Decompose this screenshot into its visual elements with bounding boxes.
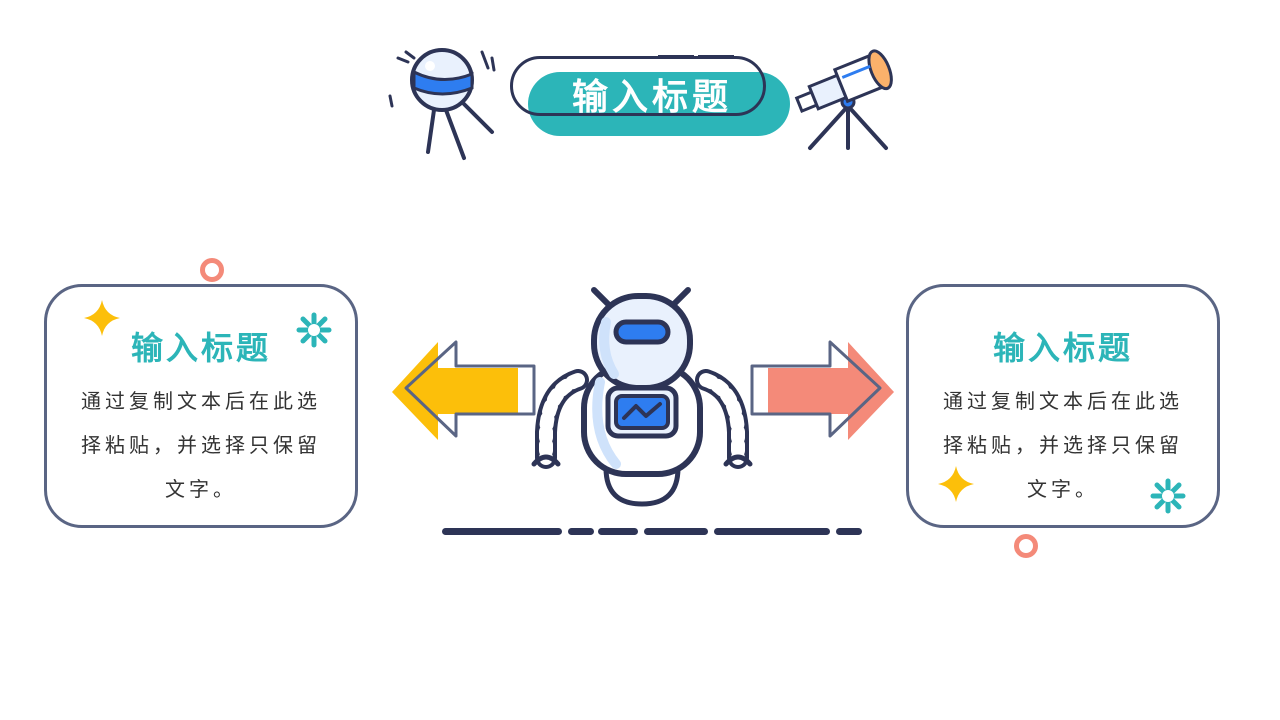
ground-line bbox=[568, 528, 594, 535]
card-body: 通过复制文本后在此选择粘贴，并选择只保留文字。 bbox=[943, 389, 1183, 501]
title-dash bbox=[658, 55, 694, 58]
robot-icon bbox=[531, 287, 753, 507]
header-title-pill: 输入标题 bbox=[510, 55, 790, 136]
ring-decoration bbox=[1014, 534, 1038, 558]
ground-line bbox=[714, 528, 830, 535]
ground-line bbox=[836, 528, 862, 535]
ground-line bbox=[442, 528, 562, 535]
arrow-right-icon bbox=[750, 340, 894, 440]
ring-decoration bbox=[200, 258, 224, 282]
info-card-left: 输入标题 通过复制文本后在此选择粘贴，并选择只保留文字。 bbox=[44, 284, 358, 528]
card-title: 输入标题 bbox=[992, 329, 1133, 367]
sparkle-icon bbox=[938, 466, 974, 502]
gear-icon bbox=[296, 312, 332, 348]
title-dash bbox=[698, 55, 734, 58]
title-pill-outline bbox=[510, 56, 766, 116]
satellite-icon bbox=[388, 48, 496, 160]
sparkle-icon bbox=[84, 300, 120, 336]
ground-line bbox=[598, 528, 638, 535]
telescope-icon bbox=[794, 49, 893, 150]
page-title: 输入标题 bbox=[571, 77, 732, 118]
card-body: 通过复制文本后在此选择粘贴，并选择只保留文字。 bbox=[81, 389, 321, 501]
gear-icon bbox=[1150, 478, 1186, 514]
ground-line bbox=[644, 528, 708, 535]
arrow-left-icon bbox=[392, 340, 536, 440]
card-title: 输入标题 bbox=[130, 329, 271, 367]
